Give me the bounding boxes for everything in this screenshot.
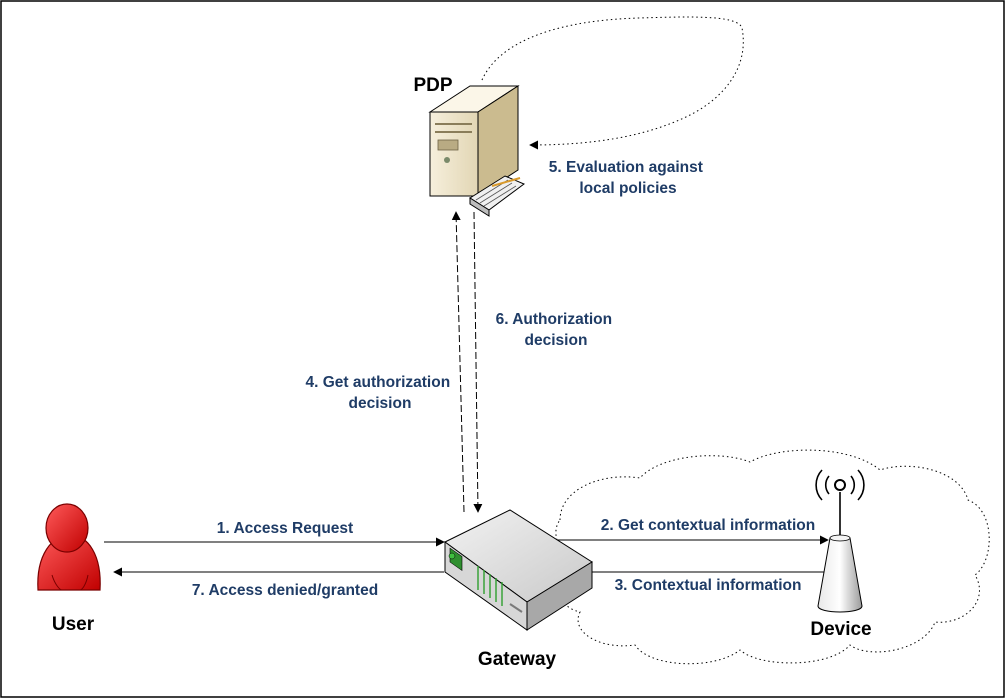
router-icon — [444, 509, 593, 631]
step-4-label: 4. Get authorization decision — [306, 374, 455, 412]
step-6-line-1: 6. Authorization — [496, 311, 613, 328]
step-2-label: 2. Get contextual information — [601, 517, 815, 534]
step-7-label: 7. Access denied/granted — [192, 582, 378, 599]
step-6-label: 6. Authorization decision — [496, 311, 617, 349]
user-icon — [37, 503, 101, 591]
step-5-line-2: local policies — [579, 180, 676, 197]
arrow-authorization-decision — [473, 211, 483, 513]
step-5-label: 5. Evaluation against local policies — [549, 159, 708, 197]
network-cloud — [555, 449, 990, 665]
antenna-tower-icon — [815, 469, 865, 613]
evaluation-loop — [481, 16, 744, 150]
step-6-line-2: decision — [525, 332, 588, 349]
gateway-label: Gateway — [478, 649, 557, 670]
user-label: User — [52, 614, 95, 635]
step-4-line-1: 4. Get authorization — [306, 374, 451, 391]
step-1-label: 1. Access Request — [217, 520, 353, 537]
step-5-line-1: 5. Evaluation against — [549, 159, 703, 176]
step-4-line-2: decision — [349, 395, 412, 412]
arrow-get-authorization — [451, 211, 465, 513]
device-label: Device — [810, 619, 871, 640]
pdp-label: PDP — [413, 75, 452, 96]
step-3-label: 3. Contextual information — [615, 577, 802, 594]
server-icon — [428, 85, 526, 217]
